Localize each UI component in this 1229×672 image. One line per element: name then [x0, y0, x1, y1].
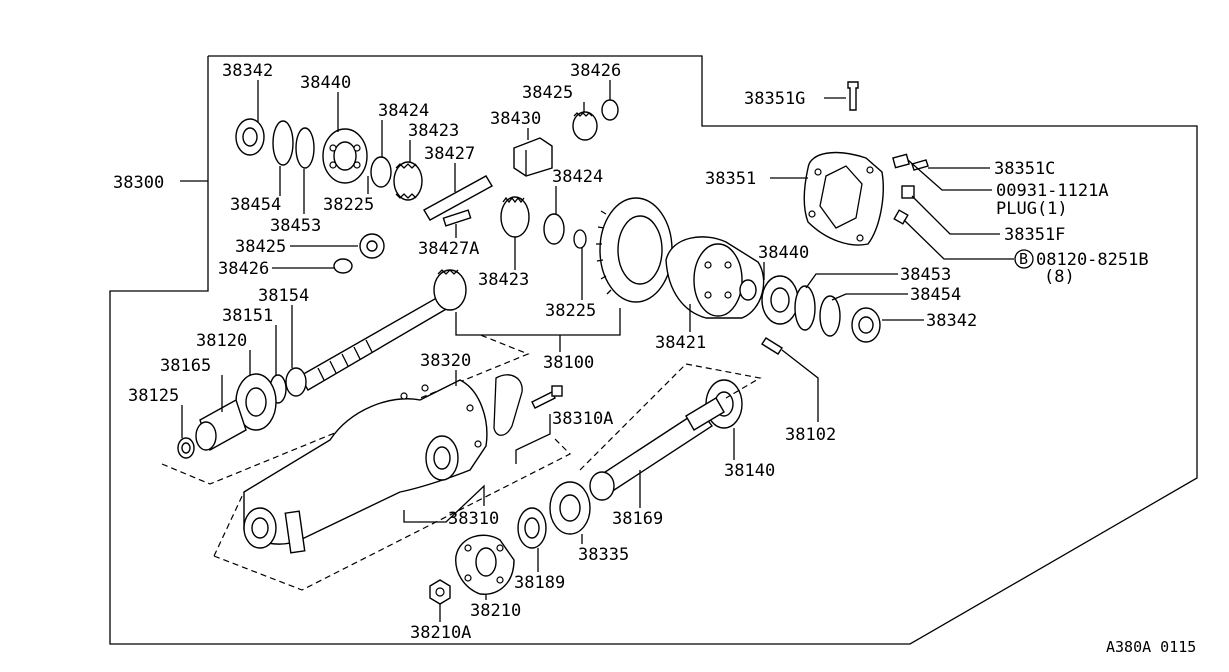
label-38427A: 38427A [418, 239, 479, 259]
bolt-marker-letter: B [1019, 250, 1028, 268]
label-38125: 38125 [128, 386, 179, 406]
label-38423: 38423 [408, 121, 459, 141]
label-38427: 38427 [424, 144, 475, 164]
label-38169: 38169 [612, 509, 663, 529]
label-38424-mid: 38424 [552, 167, 603, 187]
label-38425-mid: 38425 [522, 83, 573, 103]
rear-cover-group [803, 81, 929, 246]
label-08120-8251B: 08120-8251B [1036, 250, 1149, 270]
label-38423-mid: 38423 [478, 270, 529, 290]
right-bearing-group [761, 275, 881, 343]
assembly-frame [109, 55, 1198, 645]
label-38421: 38421 [655, 333, 706, 353]
label-38310: 38310 [448, 509, 499, 529]
label-38440-right: 38440 [758, 243, 809, 263]
label-38351: 38351 [705, 169, 756, 189]
ring-gear-case [596, 197, 783, 355]
label-38210A: 38210A [410, 623, 471, 643]
label-38210: 38210 [470, 601, 521, 621]
pinion-mate-group [500, 99, 619, 249]
drive-pinion-group [177, 269, 467, 459]
label-38225-mid: 38225 [545, 301, 596, 321]
label-38351F: 38351F [1004, 225, 1065, 245]
label-38454-right: 38454 [910, 285, 961, 305]
frame-label: 38300 [113, 173, 164, 193]
label-38453: 38453 [270, 216, 321, 236]
bolt-marker-circle [1014, 249, 1034, 269]
label-38335: 38335 [578, 545, 629, 565]
label-00931-1121A: 00931-1121A [996, 181, 1109, 201]
label-38426-left: 38426 [218, 259, 269, 279]
label-38189: 38189 [514, 573, 565, 593]
carrier-housing [243, 374, 563, 554]
side-gear-group [235, 118, 493, 227]
label-38425-left: 38425 [235, 237, 286, 257]
label-38120: 38120 [196, 331, 247, 351]
label-38310A: 38310A [552, 409, 613, 429]
label-38424: 38424 [378, 101, 429, 121]
label-38453-right: 38453 [900, 265, 951, 285]
label-38165: 38165 [160, 356, 211, 376]
label-08120-qty: (8) [1044, 267, 1075, 287]
label-plug: PLUG(1) [996, 199, 1068, 219]
label-38151: 38151 [222, 306, 273, 326]
label-38102: 38102 [785, 425, 836, 445]
label-38440: 38440 [300, 73, 351, 93]
label-38100: 38100 [543, 353, 594, 373]
reference-code: A380A 0115 [1106, 638, 1196, 656]
label-38351G: 38351G [744, 89, 805, 109]
label-38426-mid: 38426 [570, 61, 621, 81]
axle-flange-group [429, 379, 743, 605]
pinion-mate-left [333, 233, 385, 274]
label-38454: 38454 [230, 195, 281, 215]
label-38342-right: 38342 [926, 311, 977, 331]
label-38154: 38154 [258, 286, 309, 306]
label-38351C: 38351C [994, 159, 1055, 179]
label-38320: 38320 [420, 351, 471, 371]
label-38342: 38342 [222, 61, 273, 81]
label-38140: 38140 [724, 461, 775, 481]
label-38430: 38430 [490, 109, 541, 129]
label-38225: 38225 [323, 195, 374, 215]
